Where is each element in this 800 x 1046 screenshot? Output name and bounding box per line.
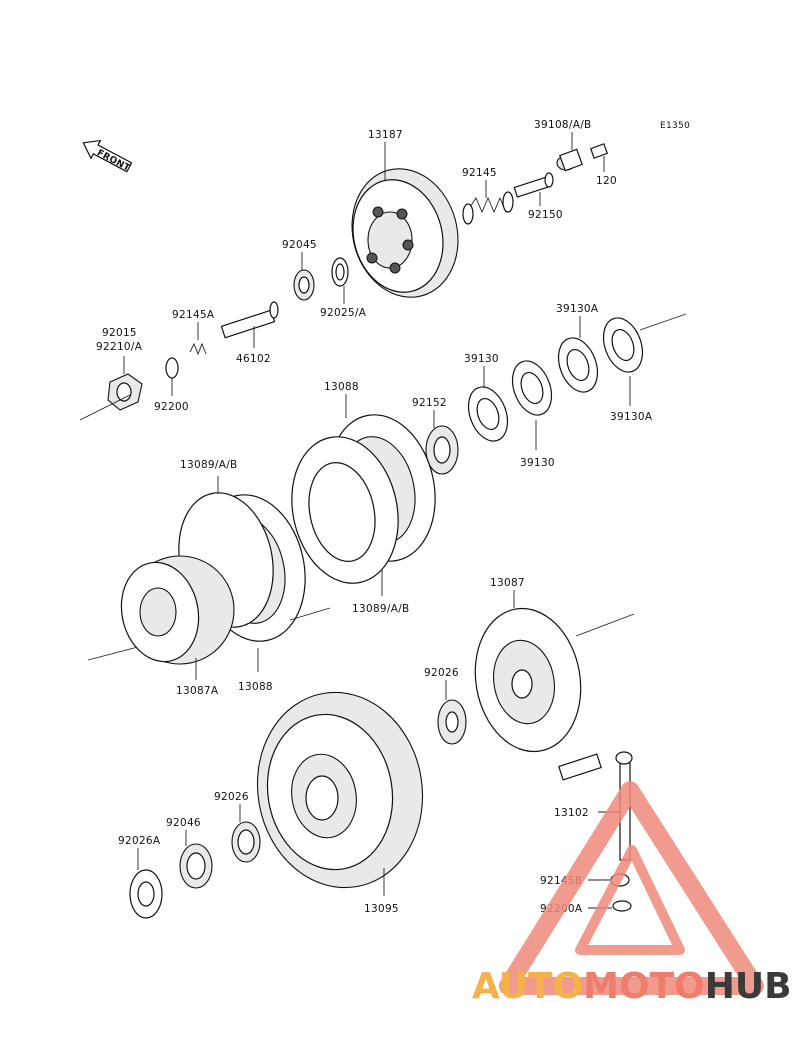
steel-plate-13089-right <box>291 436 399 584</box>
label-39130-bottom: 39130 <box>520 457 555 469</box>
watermark-logo <box>499 781 764 995</box>
label-39130-top: 39130 <box>464 353 499 365</box>
label-46102: 46102 <box>236 353 271 365</box>
bolt-92150 <box>513 172 554 198</box>
label-13088-bottom: 13088 <box>238 681 273 693</box>
label-13087a: 13087A <box>176 685 219 697</box>
nut-92015 <box>107 373 143 411</box>
label-92210: 92210/A <box>96 341 143 353</box>
spring-plate-39130a-right <box>602 317 644 373</box>
label-92015: 92015 <box>102 327 137 339</box>
label-13095: 13095 <box>364 903 399 915</box>
clutch-hub-13087a <box>120 555 235 665</box>
pushrod-46102 <box>220 301 279 339</box>
label-92152: 92152 <box>412 397 447 409</box>
label-13187: 13187 <box>368 129 403 141</box>
label-13089-bottom: 13089/A/B <box>352 603 410 615</box>
bearing-92152 <box>425 425 459 475</box>
washer-92025 <box>331 257 349 287</box>
spring-92145 <box>462 191 514 225</box>
washer-92200a <box>612 900 632 912</box>
label-13102: 13102 <box>554 807 589 819</box>
front-arrow-icon: FRONT <box>82 139 133 174</box>
label-39108: 39108/A/B <box>534 119 592 131</box>
label-92045: 92045 <box>282 239 317 251</box>
label-120: 120 <box>596 175 617 187</box>
label-92150: 92150 <box>528 209 563 221</box>
label-92026a: 92026A <box>118 835 161 847</box>
bearing-92045 <box>293 269 315 301</box>
watermark-part1: AUTO <box>472 966 583 1007</box>
washer-92026a <box>129 869 163 919</box>
diagram-code: E1350 <box>660 121 690 131</box>
watermark-text: AUTOMOTOHUB <box>472 966 792 1007</box>
collar-39108 <box>556 148 583 172</box>
clutch-housing-13095 <box>256 691 424 889</box>
spring-plate-39130-mid <box>511 360 553 416</box>
label-13089-left: 13089/A/B <box>180 459 238 471</box>
label-92200: 92200 <box>154 401 189 413</box>
washer-92200 <box>165 357 179 379</box>
pressure-plate-13187 <box>351 168 459 298</box>
washer-92026-top <box>437 699 467 745</box>
part-120 <box>589 143 609 159</box>
label-92145a: 92145A <box>172 309 215 321</box>
spring-plate-39130-front <box>467 386 509 442</box>
spring-92145a <box>189 342 207 356</box>
clutch-hub-13087 <box>474 607 582 753</box>
needle-bearing-92046 <box>179 843 213 889</box>
label-92026-left: 92026 <box>214 791 249 803</box>
label-13088-top: 13088 <box>324 381 359 393</box>
label-39130a-top: 39130A <box>556 303 599 315</box>
sleeve-92026 <box>231 821 261 863</box>
label-92145: 92145 <box>462 167 497 179</box>
spring-plate-39130a-top <box>557 337 599 393</box>
watermark-part3: HUB <box>705 966 792 1007</box>
label-92026-top: 92026 <box>424 667 459 679</box>
watermark-part2: MOTO <box>583 966 705 1007</box>
label-92025: 92025/A <box>320 307 367 319</box>
label-13087: 13087 <box>490 577 525 589</box>
label-92046: 92046 <box>166 817 201 829</box>
label-39130a-right: 39130A <box>610 411 653 423</box>
